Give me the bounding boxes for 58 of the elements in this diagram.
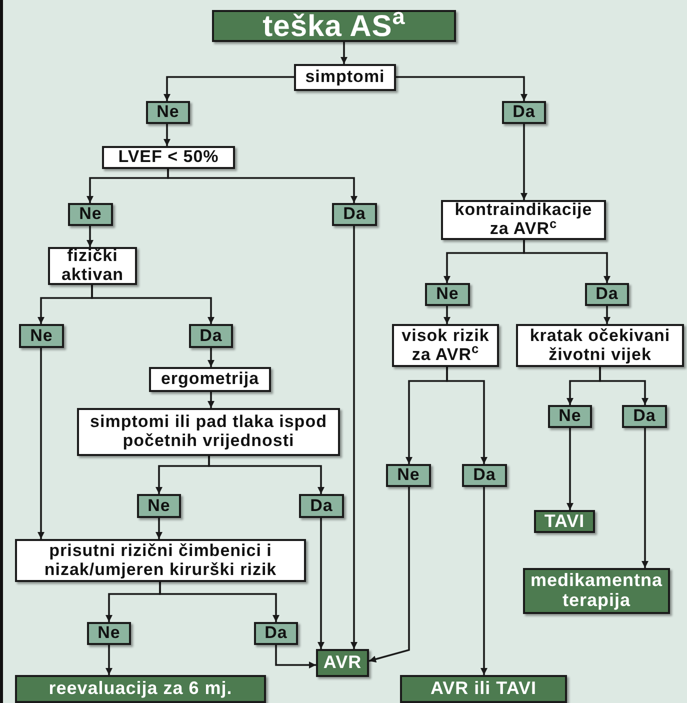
- decision-box: visok rizik za AVR$^{c}$: [392, 324, 499, 367]
- decision-box: ergometrija: [149, 367, 271, 392]
- arrow: [523, 240, 610, 283]
- arrow: [318, 518, 324, 649]
- decision-box: fizički aktivan: [48, 247, 137, 285]
- answer-box: Ne: [425, 283, 470, 306]
- decision-box: simptomi ili pad tlaka ispod početnih vrijednosti: [77, 408, 340, 456]
- arrow: [480, 487, 488, 675]
- arrow: [444, 306, 450, 324]
- arrow: [86, 226, 94, 247]
- arrow: [604, 306, 610, 324]
- arrow: [38, 348, 44, 539]
- answer-box: Ne: [19, 324, 64, 348]
- result-box: teška AS$^{a}$: [212, 10, 456, 42]
- arrow: [159, 582, 280, 622]
- arrow: [156, 518, 162, 539]
- arrow: [566, 428, 574, 510]
- answer-box: Da: [585, 283, 629, 306]
- arrow: [642, 428, 648, 568]
- arrow: [340, 42, 348, 64]
- arrow: [208, 392, 214, 408]
- decision-box: simptomi: [294, 64, 396, 91]
- arrow: [350, 226, 358, 649]
- result-box: AVR ili TAVI: [400, 675, 567, 703]
- arrow: [520, 124, 528, 200]
- decision-box: prisutni rizični čimbenici i nizak/umjeren kirurški rizik: [15, 539, 306, 582]
- result-box: AVR: [316, 649, 369, 677]
- arrow: [106, 645, 112, 675]
- answer-box: Ne: [137, 494, 181, 518]
- decision-box: kratak očekivani životni vijek: [516, 324, 684, 367]
- result-box: medikamentna terapija: [523, 568, 670, 614]
- arrow: [208, 456, 324, 494]
- answer-box: Ne: [386, 464, 431, 487]
- answer-box: Ne: [68, 203, 113, 226]
- arrow: [368, 487, 410, 663]
- arrow: [396, 76, 528, 101]
- arrow: [164, 124, 170, 146]
- answer-box: Da: [502, 101, 546, 124]
- decision-box: LVEF < 50%: [102, 146, 235, 169]
- arrow: [91, 285, 214, 324]
- answer-box: Ne: [548, 405, 592, 428]
- decision-box: kontraindikacije za AVR$^{c}$: [441, 200, 606, 240]
- answer-box: Da: [462, 464, 507, 487]
- answer-box: Da: [189, 324, 233, 348]
- arrow: [275, 645, 316, 668]
- answer-box: Ne: [87, 622, 131, 645]
- answer-box: Da: [622, 405, 667, 428]
- answer-box: Da: [254, 622, 298, 645]
- arrow: [208, 348, 214, 367]
- arrow: [446, 367, 488, 464]
- arrow: [599, 367, 648, 405]
- answer-box: Da: [332, 203, 377, 226]
- arrow: [167, 169, 358, 203]
- answer-box: Da: [299, 494, 344, 518]
- result-box: reevaluacija za 6 mj.: [15, 675, 266, 703]
- answer-box: Ne: [146, 101, 190, 124]
- arrow: [164, 76, 294, 101]
- result-box: TAVI: [534, 510, 595, 533]
